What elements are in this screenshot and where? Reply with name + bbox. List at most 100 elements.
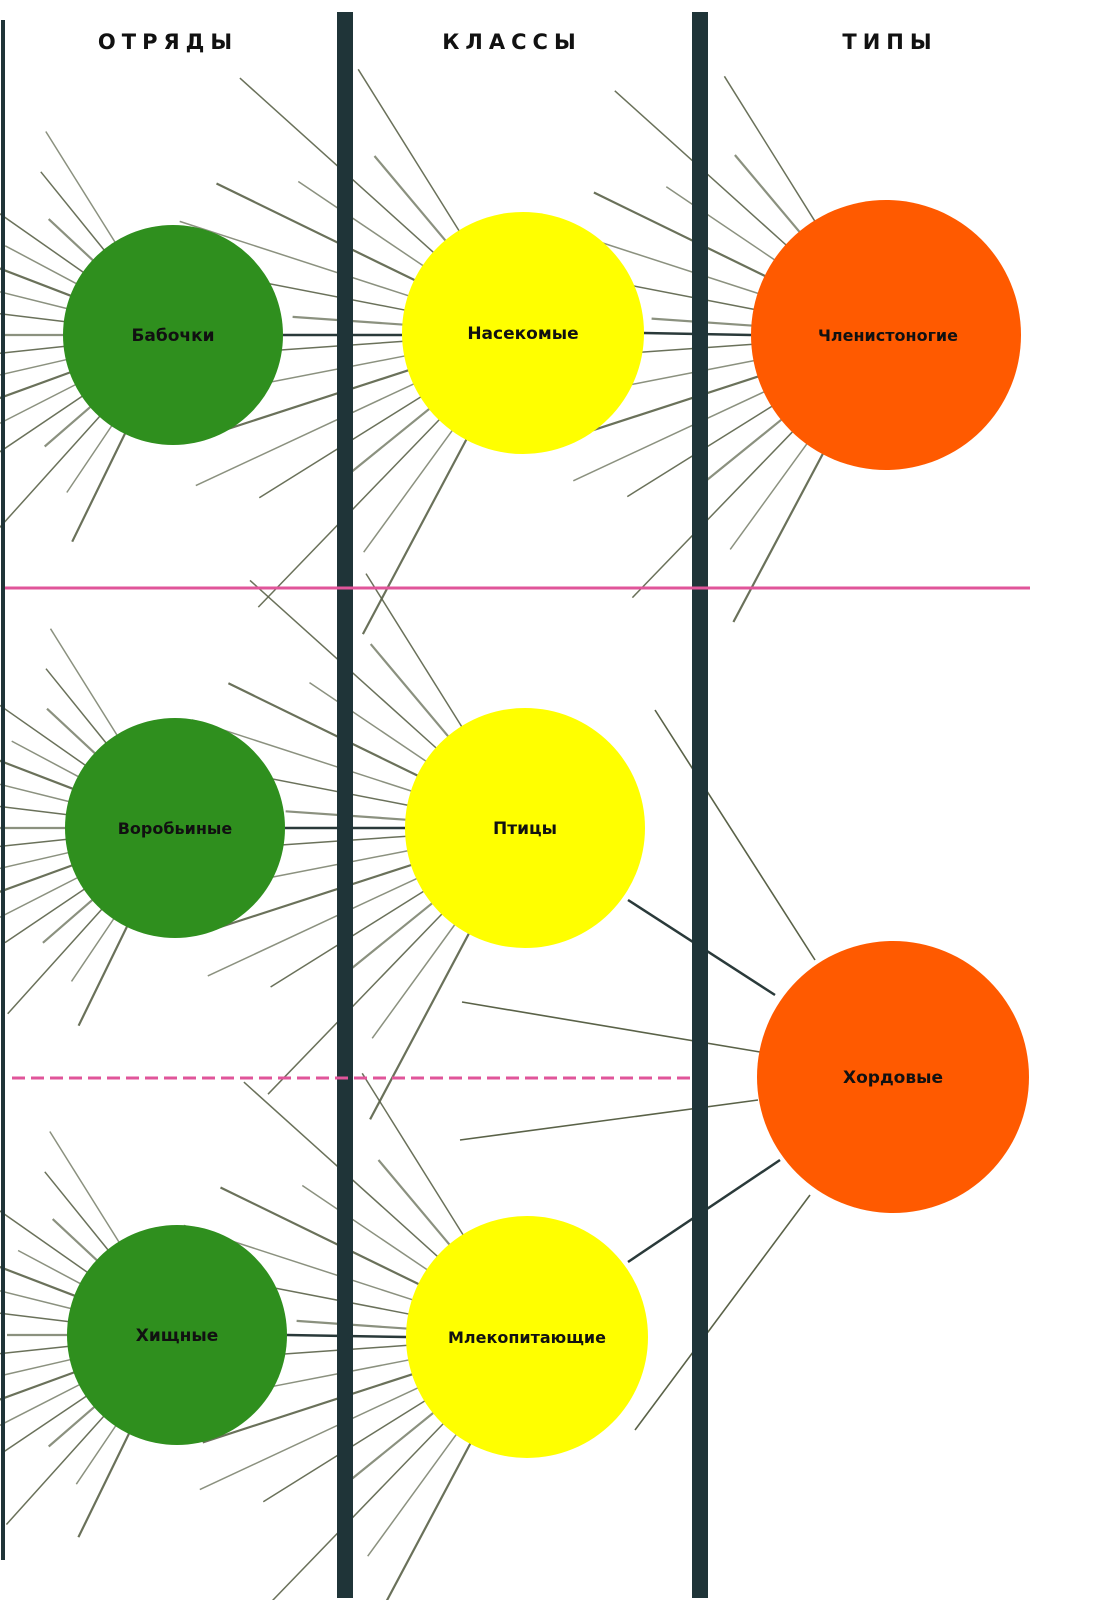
ray-line <box>5 1414 106 1526</box>
ray-line <box>75 1424 118 1485</box>
ray-line <box>198 368 411 440</box>
node-birds-label: Птицы <box>493 819 557 839</box>
ray-line <box>357 68 461 233</box>
ray-line <box>0 394 84 453</box>
node-predators-label: Хищные <box>136 1326 218 1346</box>
ray-line <box>729 442 809 550</box>
ray-line <box>0 370 72 400</box>
ray-line <box>0 1383 82 1427</box>
ray-line <box>220 1186 421 1286</box>
column-header-classes: КЛАССЫ <box>442 30 582 54</box>
ray-line <box>40 171 106 252</box>
node-predators-circle <box>67 1225 287 1445</box>
ray-line <box>363 428 454 553</box>
ray-line <box>361 437 469 635</box>
ray-line <box>45 668 108 745</box>
ray-line <box>0 213 85 274</box>
node-butterflies-circle <box>63 225 283 445</box>
column-header-orders: ОТРЯДЫ <box>97 30 239 54</box>
connector-line <box>634 1194 811 1431</box>
ray-line <box>1 1358 72 1377</box>
ray-line <box>216 182 417 282</box>
ray-line <box>51 1218 99 1263</box>
ray-line <box>702 417 784 484</box>
ray-line <box>4 245 78 285</box>
ray-line <box>723 75 817 223</box>
node-mammals-circle <box>406 1216 648 1458</box>
ray-line <box>0 1210 89 1274</box>
ray-line <box>0 759 75 791</box>
ray-line <box>0 414 102 529</box>
ray-line <box>207 877 419 977</box>
ray-line <box>0 383 78 425</box>
ray-line <box>361 1072 465 1237</box>
ray-line <box>256 354 407 386</box>
node-chordates-label: Хордовые <box>843 1068 943 1088</box>
node-insects-circle <box>402 212 644 454</box>
ray-line <box>367 1432 458 1557</box>
ray-line <box>179 220 411 297</box>
ray-line <box>734 154 802 234</box>
ray-line <box>195 382 416 487</box>
ray-line <box>77 924 129 1027</box>
ray-line <box>342 407 432 480</box>
connector-line <box>461 1001 761 1053</box>
ray-line <box>631 430 795 599</box>
ray-line <box>66 424 114 493</box>
ray-line <box>191 719 414 793</box>
ray-line <box>210 863 414 932</box>
ray-line <box>371 923 457 1039</box>
ray-line <box>49 1131 121 1244</box>
ray-line <box>199 1386 420 1491</box>
node-mammals-label: Млекопитающие <box>448 1328 606 1347</box>
ray-line <box>0 1345 70 1355</box>
ray-line <box>297 180 425 268</box>
ray-line <box>227 682 420 778</box>
ray-line <box>47 218 95 263</box>
ray-line <box>0 863 74 893</box>
ray-line <box>301 1184 429 1272</box>
ray-line <box>309 681 428 763</box>
ray-line <box>0 805 68 816</box>
ray-line <box>47 1405 97 1448</box>
ray-line <box>0 267 73 298</box>
ray-line <box>369 643 451 739</box>
ray-line <box>4 887 86 944</box>
ray-line <box>0 1265 77 1298</box>
ray-line <box>2 1394 88 1454</box>
ray-line <box>42 898 95 944</box>
ray-line <box>0 838 68 848</box>
ray-line <box>346 1411 436 1484</box>
ray-lines <box>0 68 825 1604</box>
ray-line <box>0 704 87 767</box>
ray-line <box>373 155 448 243</box>
ray-line <box>7 907 104 1015</box>
ray-line <box>43 405 93 448</box>
ray-line <box>0 783 71 803</box>
node-birds-circle <box>405 708 645 948</box>
ray-line <box>202 1372 415 1444</box>
ray-line <box>369 931 471 1120</box>
ray-line <box>0 312 66 323</box>
ray-line <box>267 912 444 1095</box>
ray-line <box>268 1422 445 1604</box>
ray-line <box>383 1441 473 1604</box>
ray-line <box>576 375 760 437</box>
ray-line <box>0 1370 76 1401</box>
ray-line <box>49 628 119 737</box>
ray-line <box>0 1312 70 1323</box>
node-arthropods-circle <box>751 200 1021 470</box>
ray-line <box>365 573 464 729</box>
ray-line <box>0 358 68 376</box>
node-butterflies-label: Бабочки <box>131 326 214 346</box>
node-arthropods-label: Членистоногие <box>818 326 958 345</box>
ray-line <box>377 1159 452 1247</box>
connector-line <box>459 1099 759 1141</box>
ray-line <box>732 451 825 623</box>
node-sparrows-circle <box>65 718 285 938</box>
ray-line <box>572 390 766 482</box>
ray-line <box>45 131 117 244</box>
ray-line <box>44 1171 110 1252</box>
ray-line <box>593 191 767 278</box>
ray-line <box>260 1358 411 1390</box>
